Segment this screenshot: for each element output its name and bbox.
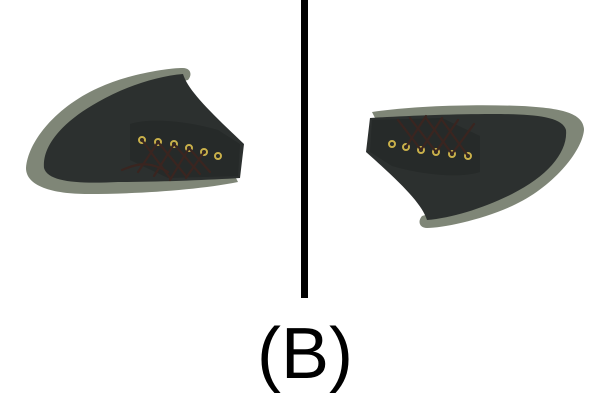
left-shoe-image (26, 68, 244, 194)
right-shoe-image (366, 105, 584, 228)
figure-caption: (B) (257, 314, 353, 394)
figure-panel (26, 0, 584, 298)
center-divider (301, 0, 308, 298)
